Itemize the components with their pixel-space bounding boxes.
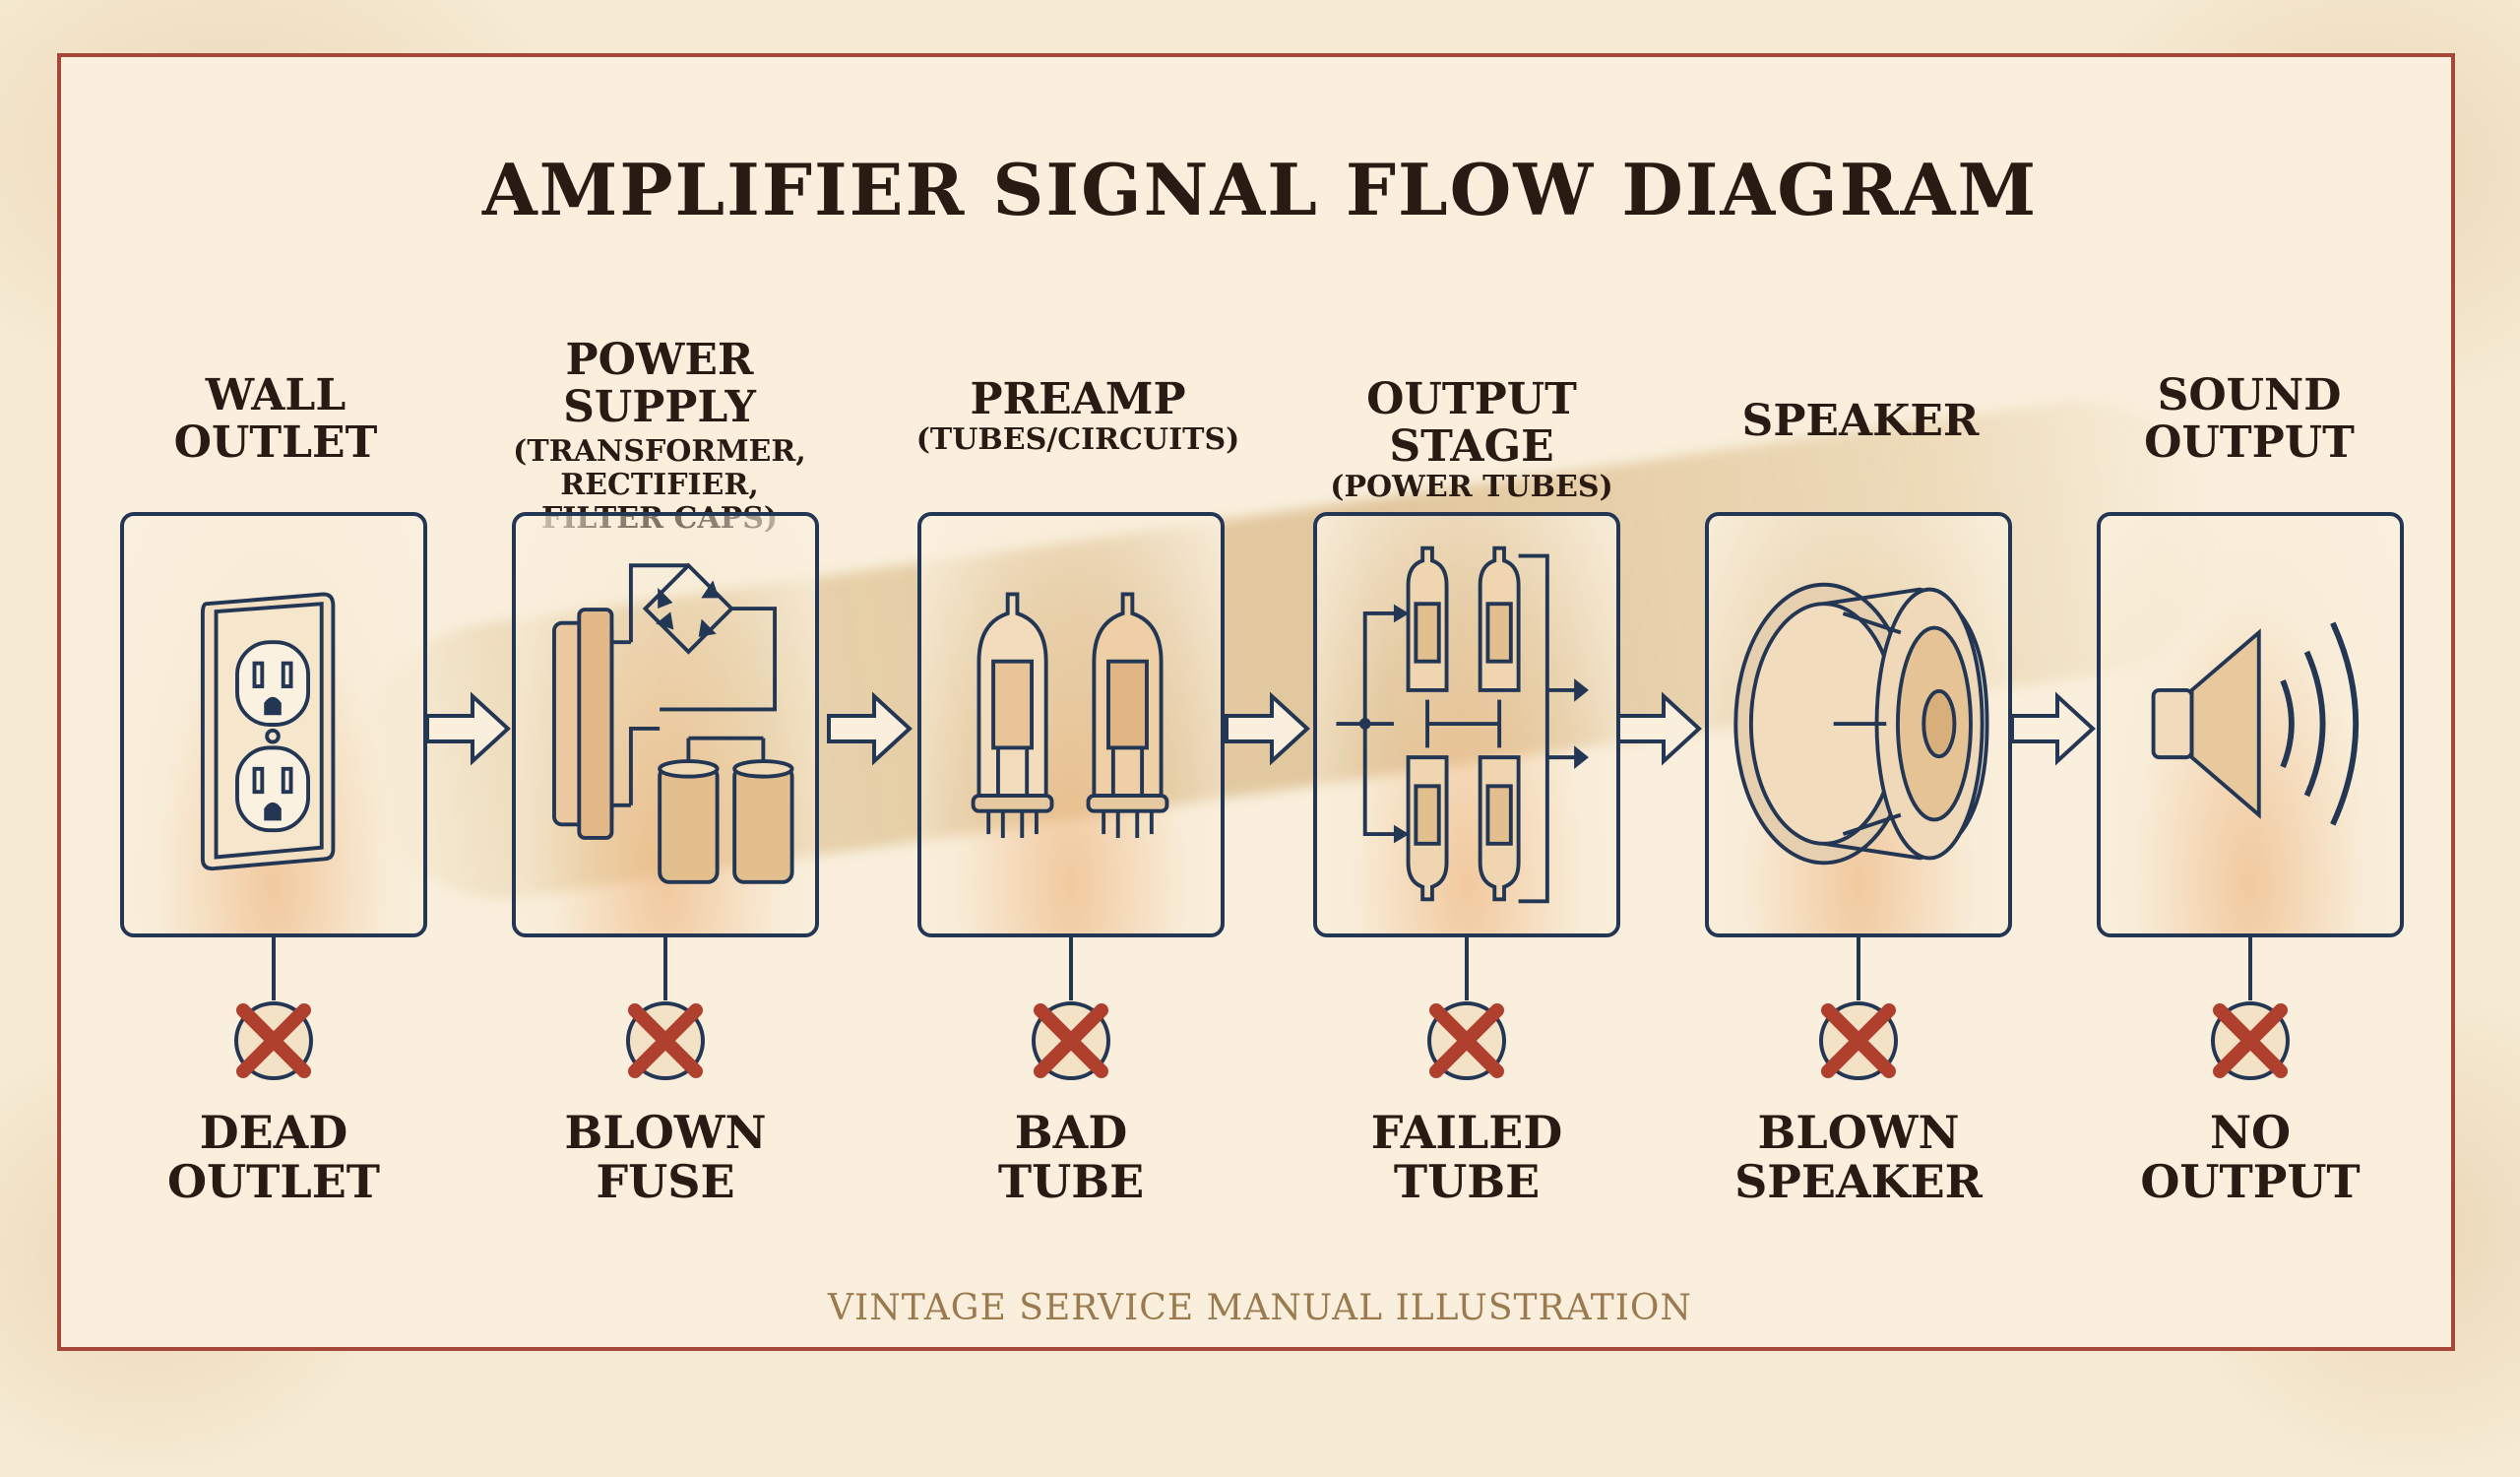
stage-box-sound-output [2097, 512, 2404, 937]
stage-label-preamp: PREAMP (TUBES/CIRCUITS) [915, 374, 1240, 457]
stage-box-speaker [1705, 512, 2012, 937]
flow-arrow [827, 691, 913, 766]
fault-connector [663, 937, 667, 1000]
stage-box-output-stage [1313, 512, 1620, 937]
stage-label-power-supply: POWER SUPPLY (TRANSFORMER, RECTIFIER, FI… [513, 335, 806, 536]
stage-box-power-supply [512, 512, 819, 937]
power-supply-icon [552, 562, 794, 884]
fault-connector [1465, 937, 1469, 1000]
power-tubes-icon [1336, 546, 1589, 904]
wall-outlet-icon [200, 592, 336, 871]
fault-connector [1069, 937, 1073, 1000]
stage-box-wall-outlet [120, 512, 427, 937]
stage-box-preamp [917, 512, 1225, 937]
fault-x-icon [1427, 1001, 1506, 1080]
footer-caption: VINTAGE SERVICE MANUAL ILLUSTRATION [828, 1288, 1692, 1328]
stage-label-speaker: SPEAKER [1741, 396, 1980, 446]
fault-x-icon [1032, 1001, 1110, 1080]
fault-x-icon [626, 1001, 705, 1080]
fault-x-icon [234, 1001, 313, 1080]
fault-x-icon [1819, 1001, 1898, 1080]
flow-arrow [1616, 691, 1702, 766]
flow-arrow [425, 691, 511, 766]
flow-arrow [2010, 691, 2096, 766]
stage-label-output-stage: OUTPUT STAGE (POWER TUBES) [1330, 374, 1613, 504]
sound-output-icon [2151, 621, 2359, 826]
flow-arrow [1225, 691, 1310, 766]
fault-connector [1857, 937, 1860, 1000]
preamp-tubes-icon [971, 592, 1169, 838]
fault-connector [2248, 937, 2252, 1000]
fault-x-icon [2211, 1001, 2290, 1080]
speaker-icon [1733, 582, 1989, 866]
fault-connector [272, 937, 276, 1000]
page-title: AMPLIFIER SIGNAL FLOW DIAGRAM [481, 148, 2039, 231]
